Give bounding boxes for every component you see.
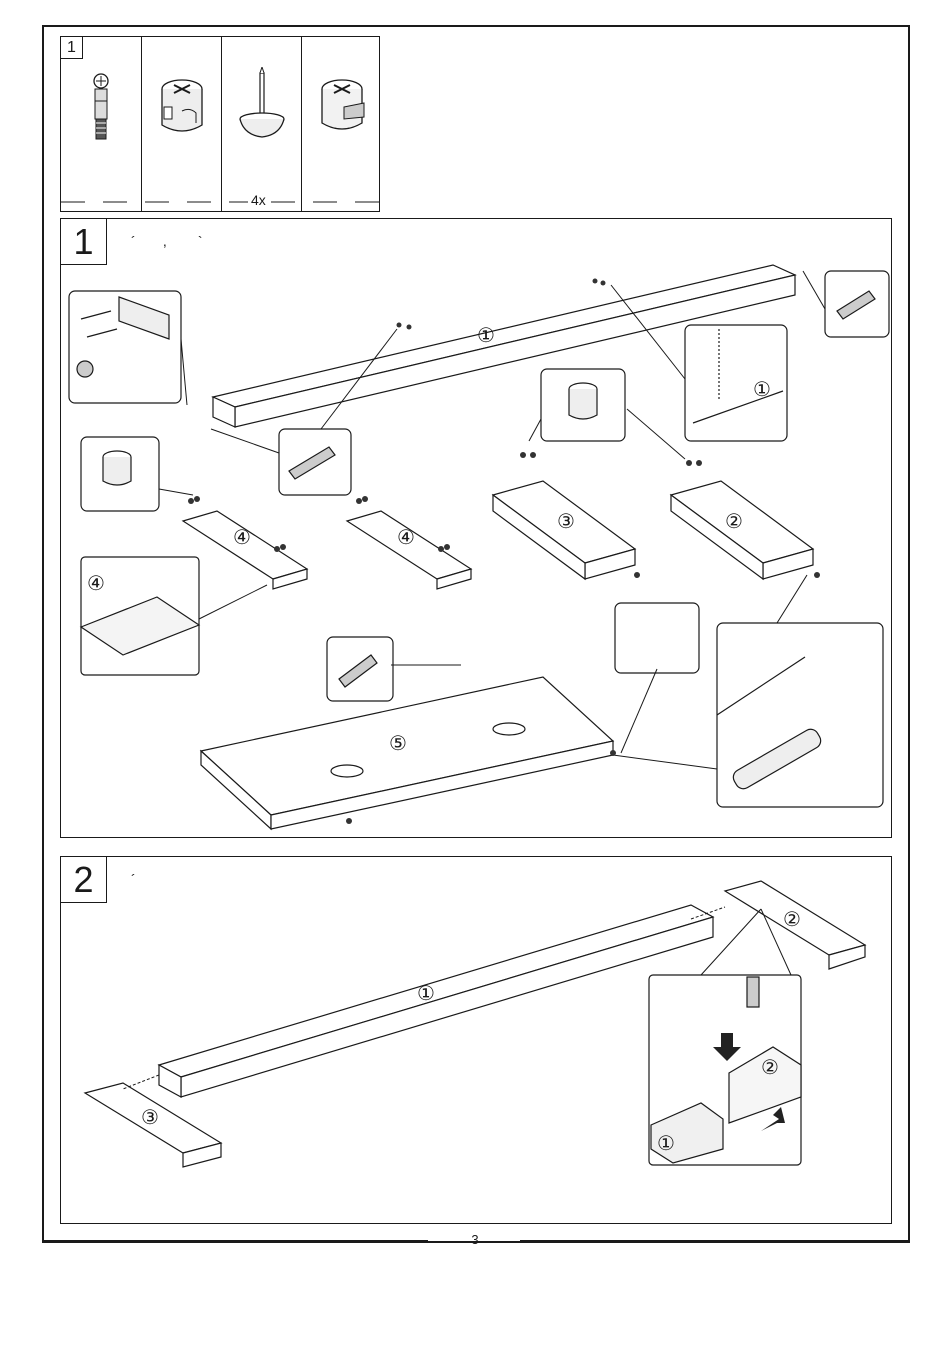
label-detail-side-2: ②	[761, 1055, 779, 1080]
label-side-2: ②	[783, 907, 801, 932]
label-brace-4-middle: ④	[397, 525, 415, 550]
label-side-2: ②	[725, 509, 743, 534]
page-number: 3	[440, 1232, 510, 1247]
step-1-panel: 1 ´ , `	[60, 218, 892, 838]
label-beam-1: ①	[417, 981, 435, 1006]
step-2-panel: 2 ´	[60, 856, 892, 1224]
label-side-3: ③	[557, 509, 575, 534]
part-cell-cam	[141, 37, 221, 212]
cam-lock-icon	[142, 67, 222, 187]
label-panel-5: ⑤	[389, 731, 407, 756]
cam-lock-open-icon	[302, 67, 382, 187]
quantity-label: 4x	[248, 192, 269, 208]
part-cell-cam-open	[301, 37, 381, 212]
label-beam-1: ①	[477, 323, 495, 348]
part-cell-bolt	[61, 37, 141, 212]
label-beam-detail-1: ①	[753, 377, 771, 402]
part-cell-nail	[221, 37, 301, 212]
nail-glide-icon	[222, 67, 302, 187]
footer-line-right	[520, 1240, 910, 1242]
label-brace-4-left: ④	[233, 525, 251, 550]
label-side-3: ③	[141, 1105, 159, 1130]
step-2-illustration	[61, 857, 893, 1225]
screw-bolt-icon	[61, 67, 141, 187]
footer-line-left	[42, 1240, 428, 1242]
parts-box: 1	[60, 36, 380, 212]
label-brace-detail-4: ④	[87, 571, 105, 596]
step-1-illustration	[61, 219, 893, 839]
label-detail-beam-1: ①	[657, 1131, 675, 1156]
parts-box-dash-line	[61, 192, 381, 212]
